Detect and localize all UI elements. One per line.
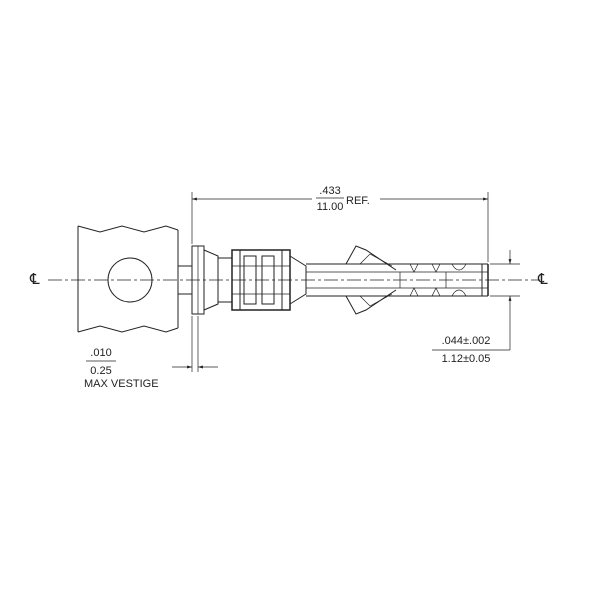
vestige-dimension: .010 0.25 MAX VESTIGE — [84, 316, 218, 390]
overall-length-inch: .433 — [319, 185, 340, 197]
overall-length-mm: 11.00 — [317, 201, 344, 213]
tip-diameter-mm: 1.12±0.05 — [442, 353, 491, 365]
centerline-symbol-right: ℄ — [537, 271, 548, 288]
carrier-strip — [77, 225, 192, 333]
overall-length-suffix: REF. — [346, 195, 370, 207]
overall-length-dimension: .433 11.00 REF. — [191, 184, 489, 262]
tip-diameter-dimension: .044±.002 1.12±0.05 — [432, 250, 520, 365]
terminal-body — [191, 245, 489, 315]
pilot-hole — [107, 257, 153, 303]
vestige-note: MAX VESTIGE — [84, 378, 159, 390]
centerline-symbol-left: ℄ — [29, 271, 40, 288]
vestige-inch: .010 — [90, 347, 111, 359]
tip-diameter-inch: .044±.002 — [442, 335, 491, 347]
vestige-mm: 0.25 — [90, 365, 111, 377]
